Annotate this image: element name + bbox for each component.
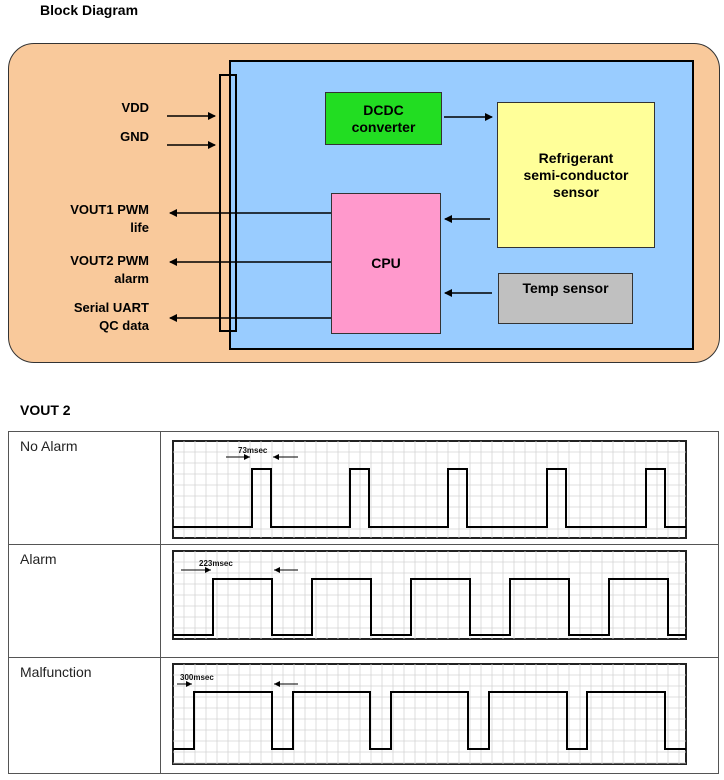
- vdd-label: VDD: [121, 100, 149, 115]
- gnd-label: GND: [120, 129, 149, 144]
- row-label-malfunction: Malfunction: [20, 664, 92, 680]
- pwm-signal: [173, 468, 686, 528]
- duration-label: 300msec: [180, 673, 214, 682]
- duration-annotation: 300msec: [177, 673, 298, 687]
- row-label-alarm: Alarm: [20, 551, 57, 567]
- pwm-signal: [173, 691, 686, 750]
- refrigerant-sensor-block: Refrigerant semi-conductor sensor: [497, 102, 655, 248]
- block-diagram-title: Block Diagram: [40, 2, 139, 18]
- duration-annotation: 73msec: [226, 446, 298, 460]
- duration-annotation: 223msec: [181, 559, 298, 573]
- vout2-label: VOUT2 PWM alarm: [70, 253, 149, 286]
- table-row-divider: [8, 657, 719, 658]
- waveform-panel: 223msec: [172, 550, 687, 640]
- dcdc-converter-block: DCDC converter: [325, 92, 442, 145]
- temp-sensor-block: Temp sensor: [498, 273, 633, 324]
- waveform-panel: 300msec: [172, 663, 687, 765]
- waveform-table: [8, 431, 719, 774]
- vout1-label: VOUT1 PWM life: [70, 202, 149, 235]
- plot-frame: [172, 440, 687, 539]
- waveform-panel: 73msec: [172, 440, 687, 539]
- duration-label: 223msec: [199, 559, 233, 568]
- plot-frame: [172, 663, 687, 765]
- cpu-block: CPU: [331, 193, 441, 334]
- row-label-no-alarm: No Alarm: [20, 438, 78, 454]
- table-column-divider: [160, 431, 161, 774]
- plot-grid: [173, 441, 686, 538]
- vout2-title: VOUT 2: [20, 402, 71, 418]
- plot-grid: [173, 551, 686, 639]
- uart-label: Serial UART QC data: [73, 300, 149, 333]
- connector-bar: [219, 74, 237, 332]
- block-diagram-arrows: [167, 112, 493, 322]
- duration-label: 73msec: [238, 446, 268, 455]
- pwm-signal: [173, 578, 686, 636]
- table-row-divider: [8, 544, 719, 545]
